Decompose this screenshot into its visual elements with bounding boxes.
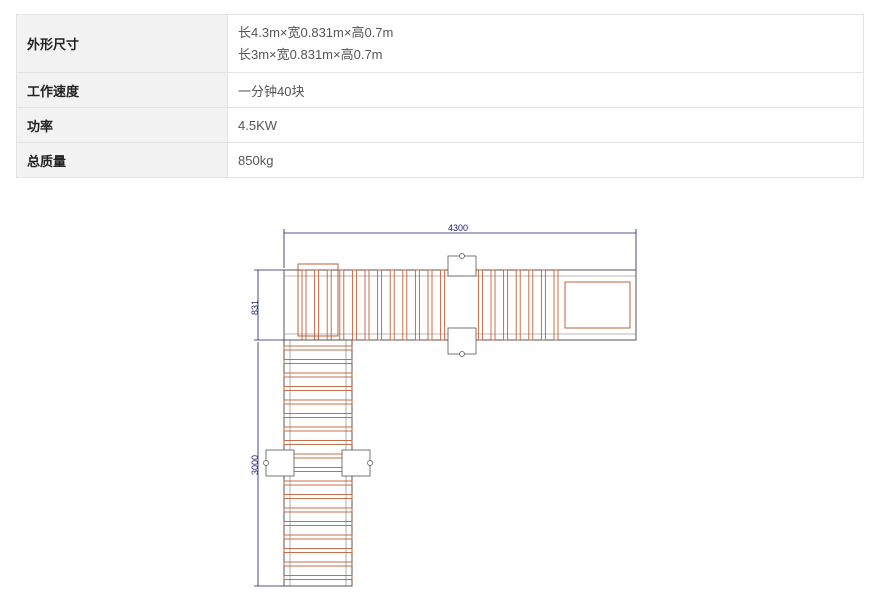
roller: [440, 269, 446, 341]
roller: [283, 372, 353, 378]
roller: [283, 507, 353, 513]
spec-row-speed: 工作速度 一分钟40块: [16, 72, 864, 108]
spec-row-weight: 总质量 850kg: [16, 142, 864, 178]
roller-group: [301, 269, 559, 341]
spec-value-line: 长4.3m×宽0.831m×高0.7m: [238, 24, 394, 40]
spec-value: 长4.3m×宽0.831m×高0.7m 长3m×宽0.831m×高0.7m: [227, 14, 864, 73]
spec-row-power: 功率 4.5KW: [16, 107, 864, 143]
roller: [283, 345, 353, 351]
roller: [283, 440, 353, 445]
roller: [283, 534, 353, 540]
roller: [326, 269, 332, 341]
conveyor-drawing: 4300 831 3000: [250, 223, 637, 587]
roller: [301, 269, 307, 341]
roller: [283, 386, 353, 391]
roller: [528, 269, 534, 341]
spec-table: 外形尺寸 长4.3m×宽0.831m×高0.7m 长3m×宽0.831m×高0.…: [16, 14, 864, 178]
roller: [283, 426, 353, 432]
roller: [283, 359, 353, 364]
roller: [283, 521, 353, 526]
vertical-conveyor: [263, 339, 373, 587]
spec-value-line: 长3m×宽0.831m×高0.7m: [238, 46, 383, 62]
roller: [427, 269, 433, 341]
roller: [283, 561, 353, 567]
dim-label-height: 3000: [250, 455, 260, 475]
spec-value: 一分钟40块: [227, 72, 864, 108]
roller: [377, 269, 383, 341]
roller: [414, 269, 420, 341]
spec-row-dimensions: 外形尺寸 长4.3m×宽0.831m×高0.7m 长3m×宽0.831m×高0.…: [16, 14, 864, 73]
dim-label-width: 831: [250, 300, 260, 315]
roller: [283, 480, 353, 486]
roller: [314, 269, 320, 341]
roller: [283, 548, 353, 553]
roller: [283, 413, 353, 418]
roller: [477, 269, 483, 341]
roller: [402, 269, 408, 341]
roller-group: [283, 345, 353, 580]
roller: [283, 399, 353, 405]
roller: [515, 269, 521, 341]
roller: [364, 269, 370, 341]
roller: [339, 269, 345, 341]
spec-label: 功率: [16, 107, 228, 143]
spec-value: 850kg: [227, 142, 864, 178]
roller: [490, 269, 496, 341]
roller: [503, 269, 509, 341]
roller: [283, 575, 353, 580]
spec-value: 4.5KW: [227, 107, 864, 143]
spec-label: 工作速度: [16, 72, 228, 108]
roller: [540, 269, 546, 341]
roller: [389, 269, 395, 341]
roller: [351, 269, 357, 341]
horizontal-conveyor: [283, 253, 637, 357]
roller: [553, 269, 559, 341]
spec-label: 总质量: [16, 142, 228, 178]
dim-label-length: 4300: [448, 223, 468, 233]
roller: [283, 494, 353, 499]
spec-label: 外形尺寸: [16, 14, 228, 73]
